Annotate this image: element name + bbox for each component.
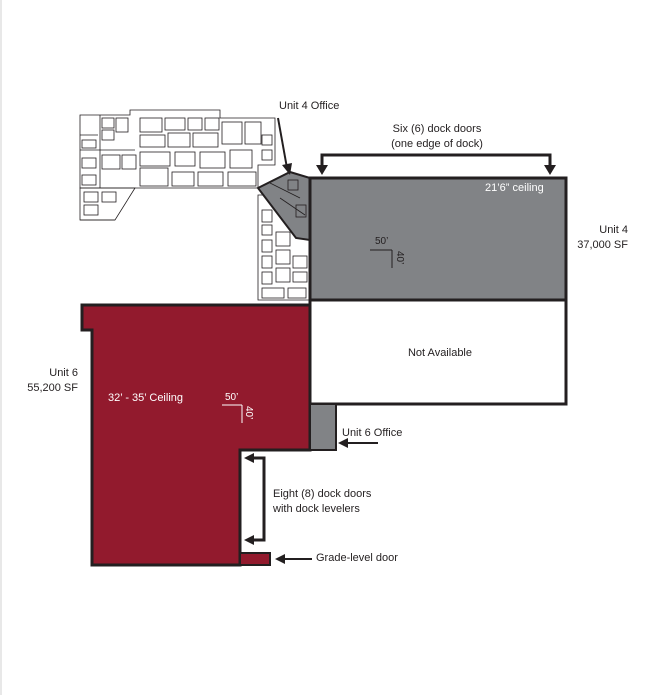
unit4-office-block bbox=[256, 170, 311, 242]
eight-dock-arrow-top bbox=[244, 453, 254, 463]
eight-dock-label-line1: Eight (8) dock doors bbox=[273, 488, 372, 500]
unit6-ceiling-label: 32’ - 35’ Ceiling bbox=[108, 392, 184, 404]
grade-door-label: Grade-level door bbox=[316, 552, 398, 564]
unit4-office-arrow-line bbox=[277, 117, 288, 169]
unit6-office-label: Unit 6 Office bbox=[342, 427, 403, 439]
not-available-label: Not Available bbox=[407, 347, 472, 359]
six-dock-bracket bbox=[320, 153, 552, 170]
eight-dock-bracket bbox=[250, 456, 266, 542]
unit4-office-arrow-head bbox=[282, 163, 292, 175]
unit6-column-marker bbox=[222, 404, 243, 423]
six-dock-label-line1: Six (6) dock doors bbox=[392, 123, 482, 135]
unit6-area-label: 55,200 SF bbox=[27, 382, 78, 394]
unit6-office-block bbox=[309, 403, 337, 451]
unit6-office-arrow-head bbox=[338, 438, 348, 448]
eight-dock-arrow-bottom bbox=[244, 535, 254, 545]
unit6-dim-width: 50’ bbox=[225, 392, 239, 403]
unit6-name-label: Unit 6 bbox=[49, 367, 78, 379]
grade-level-door bbox=[239, 552, 271, 566]
grade-door-arrow-head bbox=[275, 554, 285, 564]
six-dock-arrow-left bbox=[316, 165, 328, 175]
unit4-area bbox=[308, 176, 568, 302]
office-building-outline bbox=[79, 109, 276, 221]
six-dock-arrow-right bbox=[544, 165, 556, 175]
six-dock-label-line2: (one edge of dock) bbox=[391, 138, 483, 150]
not-available-area bbox=[308, 298, 568, 406]
unit4-column-marker bbox=[370, 249, 393, 268]
unit4-name-label: Unit 4 bbox=[599, 224, 628, 236]
unit6-dim-height: 40’ bbox=[243, 406, 254, 420]
unit4-ceiling-label: 21’6” ceiling bbox=[485, 182, 544, 194]
unit4-office-rooms bbox=[269, 179, 307, 218]
unit4-dim-height: 40’ bbox=[394, 251, 405, 265]
unit4-office-label: Unit 4 Office bbox=[279, 100, 340, 112]
unit4-dim-width: 50’ bbox=[375, 236, 389, 247]
eight-dock-label-line2: with dock levelers bbox=[273, 503, 360, 515]
unit4-area-label: 37,000 SF bbox=[577, 239, 628, 251]
unit6-area bbox=[80, 303, 312, 567]
